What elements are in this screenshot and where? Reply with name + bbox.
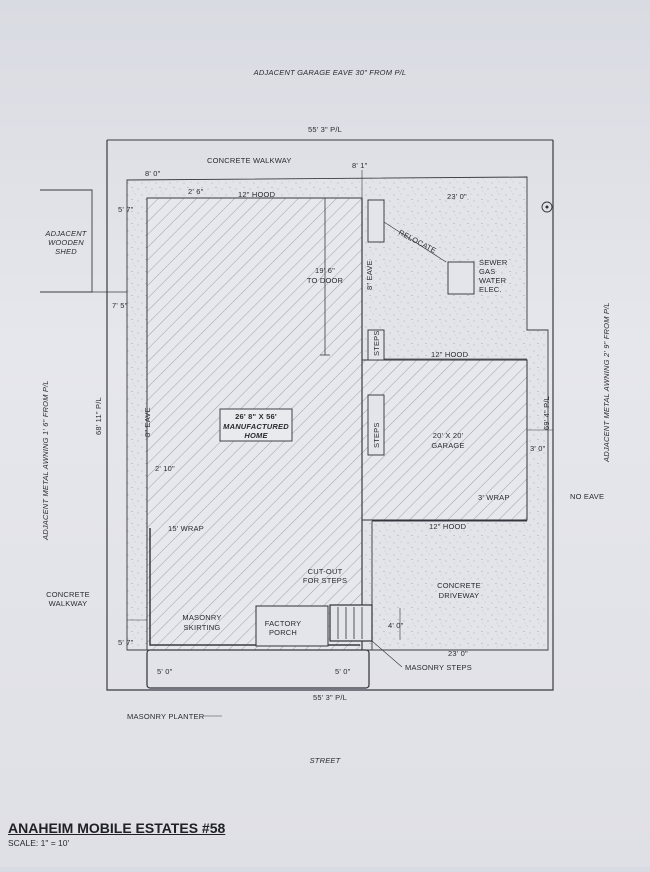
- hood-12-top: 12" HOOD: [238, 190, 276, 199]
- dim-5-0-left: 5' 0": [157, 667, 173, 676]
- dim-5-0-right: 5' 0": [335, 667, 351, 676]
- left-pl-label: 68' 11" P/L: [94, 397, 103, 435]
- top-eave-label: ADJACENT GARAGE EAVE 30" FROM P/L: [253, 68, 407, 77]
- dim-23-0-bottom: 23' 0": [448, 649, 468, 658]
- dim-5-7-bottom: 5' 7": [118, 638, 134, 647]
- dim-2-6: 2' 6": [188, 187, 204, 196]
- steps-box-top: [367, 329, 385, 361]
- hood-12-bottom: 12" HOOD: [429, 522, 467, 531]
- masonry-step-treads: [337, 607, 363, 639]
- utility-box: [447, 261, 475, 295]
- steps-box-garage: [367, 394, 385, 456]
- dim-5-7-top: 5' 7": [118, 205, 134, 214]
- masonry-steps-block: [329, 604, 373, 642]
- cut-out-label-1: CUT-OUT: [308, 567, 343, 576]
- concrete-walkway-left-2: WALKWAY: [49, 599, 88, 608]
- concrete-driveway-1: CONCRETE: [437, 581, 481, 590]
- masonry-planter-label: MASONRY PLANTER: [127, 712, 205, 721]
- home-label-box: [219, 408, 293, 442]
- dim-3-0: 3' 0": [530, 444, 546, 453]
- home-dim-label: 26' 8" X 56': [235, 412, 277, 421]
- utility-elec: ELEC.: [479, 285, 502, 294]
- factory-porch: [255, 605, 329, 647]
- dim-7-5: 7' 5": [112, 301, 128, 310]
- dim-2-10: 2' 10": [155, 464, 175, 473]
- dim-23-0-top: 23' 0": [447, 192, 467, 201]
- right-pl-label: 69' 4" P/L: [542, 396, 551, 430]
- wrap-15-label: 15' WRAP: [168, 524, 204, 533]
- plan-scale: SCALE: 1" = 10': [8, 838, 70, 848]
- utility-water: WATER: [479, 276, 507, 285]
- property-lines: [106, 139, 554, 691]
- garage-label: GARAGE: [431, 441, 464, 450]
- concrete-driveway-2: DRIVEWAY: [439, 591, 480, 600]
- to-door-label: TO DOOR: [307, 276, 344, 285]
- eave-8-left: 8" EAVE: [143, 407, 152, 437]
- dim-8-0: 8' 0": [145, 169, 161, 178]
- garage: [361, 359, 528, 521]
- relocate-box: [367, 199, 385, 243]
- shed-line-2: WOODEN: [48, 238, 84, 247]
- masonry-skirting-1: MASONRY: [182, 613, 221, 622]
- concrete-walkway-top-label: CONCRETE WALKWAY: [207, 156, 292, 165]
- steps-label-1: STEPS: [372, 330, 381, 356]
- factory-porch-2: PORCH: [269, 628, 297, 637]
- plan-title: ANAHEIM MOBILE ESTATES #58: [8, 820, 226, 836]
- utility-gas: GAS: [479, 267, 495, 276]
- steps-label-2: STEPS: [372, 422, 381, 448]
- masonry-skirting-2: SKIRTING: [184, 623, 221, 632]
- utility-pole-icon: [541, 201, 553, 213]
- masonry-steps-label: MASONRY STEPS: [405, 663, 472, 672]
- driveway-clear: [372, 521, 527, 650]
- garage-dim-label: 20' X 20': [433, 431, 464, 440]
- hood-12-mid: 12" HOOD: [431, 350, 469, 359]
- wrap-3-label: 3' WRAP: [478, 493, 510, 502]
- utility-sewer: SEWER: [479, 258, 508, 267]
- top-pl-label: 55' 3" P/L: [308, 125, 342, 134]
- no-eave-label: NO EAVE: [570, 492, 604, 501]
- dim-8-1: 8' 1": [352, 161, 368, 170]
- right-awning-label: ADJACENT METAL AWNING 2' 9" FROM P/L: [602, 302, 611, 463]
- adjacent-shed: [40, 189, 93, 293]
- left-awning-label: ADJACENT METAL AWNING 1' 6" FROM P/L: [41, 380, 50, 541]
- to-door-dim: 19' 6": [315, 266, 335, 275]
- bottom-pl-label: 55' 3" P/L: [313, 693, 347, 702]
- street-label: STREET: [310, 756, 342, 765]
- home-type-label: MANUFACTURED: [223, 422, 289, 431]
- cut-out-label-2: FOR STEPS: [303, 576, 347, 585]
- shed-line-3: SHED: [55, 247, 77, 256]
- shed-line-1: ADJACENT: [44, 229, 87, 238]
- home-word-label: HOME: [244, 431, 268, 440]
- dim-4-0: 4' 0": [388, 621, 404, 630]
- factory-porch-1: FACTORY: [265, 619, 302, 628]
- concrete-walkway-left-1: CONCRETE: [46, 590, 90, 599]
- eave-8-right: 8" EAVE: [365, 260, 374, 290]
